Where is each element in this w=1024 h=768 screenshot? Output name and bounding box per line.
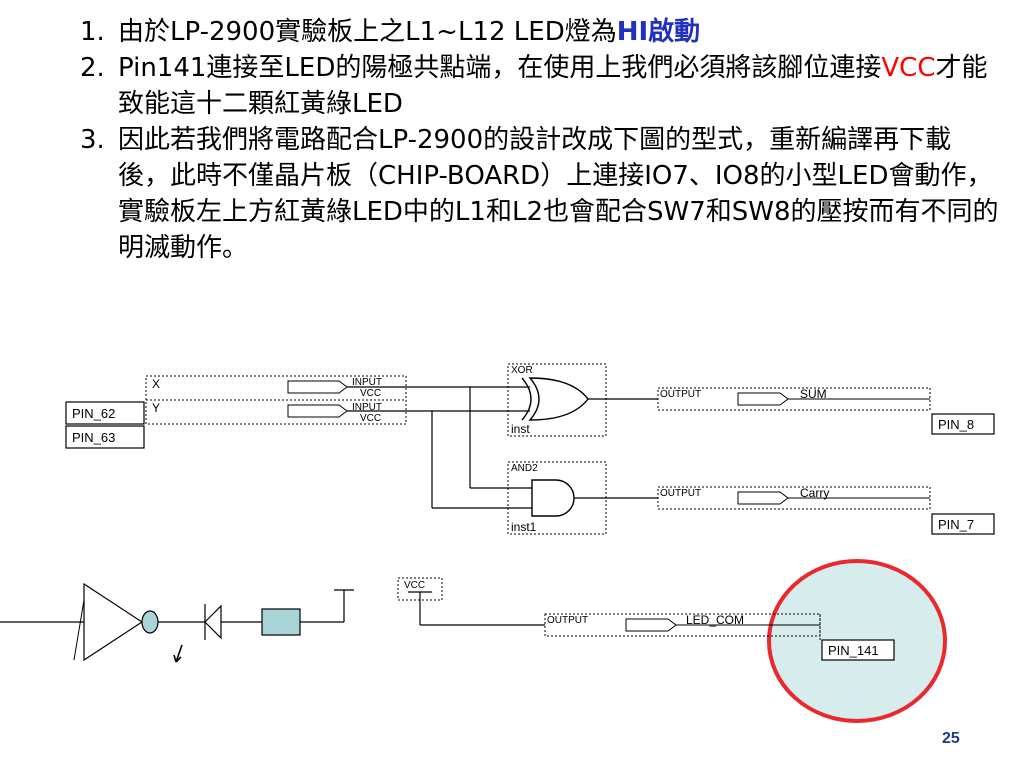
carry-output-pin-shape bbox=[737, 491, 789, 505]
pin-141-label: PIN_141 bbox=[828, 643, 879, 658]
and-gate-symbol bbox=[531, 479, 575, 517]
pin-8-box bbox=[931, 413, 995, 435]
pin-63-label: PIN_63 bbox=[72, 430, 115, 445]
xor-inst-label: inst bbox=[511, 422, 530, 436]
bullet-3-number: 3. bbox=[80, 125, 105, 155]
bullet-1-highlight: HI啟動 bbox=[616, 17, 701, 47]
bullet-1-number: 1. bbox=[80, 17, 105, 47]
pin-63-box bbox=[65, 425, 145, 449]
xor-type-label: XOR bbox=[511, 365, 533, 376]
bullet-3: 3. 因此若我們將電路配合LP-2900的設計改成下圖的型式，重新編譯再下載後，此… bbox=[80, 122, 1000, 266]
led-com-output-name: LED_COM bbox=[686, 613, 744, 627]
sum-output-tag: OUTPUT bbox=[660, 389, 701, 400]
input-x-vcc: VCC bbox=[360, 388, 381, 399]
led-com-output-pin-shape bbox=[625, 618, 677, 632]
bullet-1-text: 由於LP-2900實驗板上之L1~L12 LED燈為 bbox=[118, 17, 617, 47]
bullet-1: 1. 由於LP-2900實驗板上之L1~L12 LED燈為HI啟動 bbox=[80, 14, 1000, 50]
buffer-triangle-symbol bbox=[83, 582, 144, 662]
input-x-label: X bbox=[152, 377, 160, 391]
light-emission-arrow-icon bbox=[173, 644, 183, 663]
pin-141-box bbox=[821, 639, 895, 661]
bullet-2-highlight: VCC bbox=[881, 53, 936, 83]
sum-output-name: SUM bbox=[800, 387, 827, 401]
input-x-tag: INPUT bbox=[352, 377, 382, 388]
input-y-label: Y bbox=[152, 401, 160, 415]
pin-8-label: PIN_8 bbox=[938, 417, 974, 432]
diode-symbol bbox=[204, 604, 222, 640]
sum-output-pin-shape bbox=[737, 392, 789, 406]
and-inst-label: inst1 bbox=[511, 520, 537, 534]
pin-62-label: PIN_62 bbox=[72, 406, 115, 421]
xor-gate-symbol bbox=[528, 377, 589, 421]
input-x-pin-shape bbox=[287, 380, 348, 394]
bullet-2-text-b: 才能致能這十二顆紅黃綠LED bbox=[118, 53, 988, 119]
carry-output-tag: OUTPUT bbox=[660, 488, 701, 499]
pin-7-box bbox=[931, 513, 995, 535]
xor-block-box bbox=[507, 363, 607, 437]
page-number: 25 bbox=[942, 730, 960, 747]
instruction-list: 1. 由於LP-2900實驗板上之L1~L12 LED燈為HI啟動 2. Pin14… bbox=[80, 14, 1000, 266]
resistor-symbol bbox=[261, 608, 301, 636]
pin-7-label: PIN_7 bbox=[938, 517, 974, 532]
carry-output-name: Carry bbox=[800, 486, 829, 500]
input-y-tag: INPUT bbox=[352, 402, 382, 413]
bullet-2-number: 2. bbox=[80, 53, 105, 83]
bullet-3-text: 因此若我們將電路配合LP-2900的設計改成下圖的型式，重新編譯再下載後，此時不… bbox=[118, 125, 999, 263]
input-y-pin-shape bbox=[287, 404, 348, 418]
led-com-output-tag: OUTPUT bbox=[547, 615, 588, 626]
and-type-label: AND2 bbox=[511, 463, 538, 474]
vcc-symbol-label: VCC bbox=[404, 580, 425, 591]
led-bulb-symbol bbox=[141, 610, 159, 634]
input-y-vcc: VCC bbox=[360, 413, 381, 424]
carry-output-box bbox=[657, 486, 931, 510]
bullet-2: 2. Pin141連接至LED的陽極共點端，在使用上我們必須將該腳位連接VCC才能… bbox=[80, 50, 1000, 122]
bullet-2-text-a: Pin141連接至LED的陽極共點端，在使用上我們必須將該腳位連接 bbox=[118, 53, 882, 83]
sum-output-box bbox=[657, 387, 931, 411]
pin-62-box bbox=[65, 401, 145, 425]
